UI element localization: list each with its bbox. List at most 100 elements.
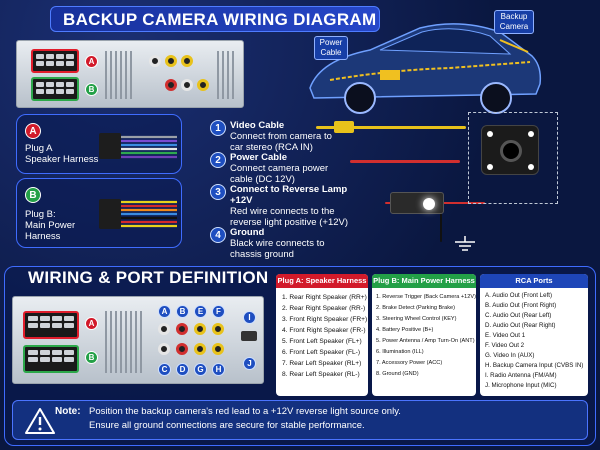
rca-label: E [194, 305, 207, 318]
rca-connector [334, 121, 354, 133]
vent-grille [217, 51, 237, 99]
list-item: 3. Front Right Speaker (FR+) [282, 316, 368, 323]
note-label: Note: [55, 406, 81, 417]
list-item: I. Radio Antenna (FM/AM) [485, 372, 557, 379]
power-callout: Power Cable [314, 36, 348, 60]
plug-b-connector [31, 77, 79, 101]
plug-a-marker: A [85, 317, 98, 330]
list-item: B. Audio Out (Front Right) [485, 302, 557, 309]
ground-icon [455, 236, 475, 251]
step-badge: 2 [210, 152, 226, 168]
rca-label: G [194, 363, 207, 376]
plug-a-connector [31, 49, 79, 73]
plug-a-title: Plug A [25, 143, 53, 154]
plug-b-list: 1. Reverse Trigger (Back Camera +12V) 2.… [372, 288, 476, 384]
list-item: 2. Rear Right Speaker (RR-) [282, 305, 366, 312]
section-title: WIRING & PORT DEFINITION [28, 268, 269, 287]
list-item: 5. Power Antenna / Amp Turn-On (ANT) [376, 338, 475, 344]
list-item: J. Microphone Input (MIC) [485, 382, 557, 389]
rca-port [176, 323, 188, 335]
step-desc: Red wire connects to the reverse light p… [230, 206, 349, 228]
step-text: Power Cable Connect camera power cable (… [230, 152, 340, 185]
antenna-label: I [243, 311, 256, 324]
rca-port [194, 343, 206, 355]
plug-b-table: Plug B: Main Power Harness 1. Reverse Tr… [372, 274, 476, 396]
step-title: Video Cable [230, 120, 285, 131]
car-image [309, 23, 542, 114]
camera-led [487, 131, 493, 137]
plug-b-subtitle: Main Power Harness [25, 220, 76, 242]
rca-label: C [158, 363, 171, 376]
rca-port [194, 323, 206, 335]
step-desc: Black wire connects to chassis ground [230, 238, 325, 260]
list-item: 1. Reverse Trigger (Back Camera +12V) [376, 294, 476, 300]
step-title: Ground [230, 227, 265, 238]
power-harness-image [99, 199, 177, 229]
list-item: A. Audio Out (Front Left) [485, 292, 553, 299]
rca-port [149, 55, 161, 67]
rca-port [197, 79, 209, 91]
list-item: 4. Front Right Speaker (FR-) [282, 327, 366, 334]
rca-port [181, 55, 193, 67]
step-desc: Connect from camera to car stereo (RCA I… [230, 131, 332, 153]
speaker-harness-image [99, 133, 177, 159]
backup-camera-callout: Backup Camera [494, 10, 534, 34]
step-badge: 3 [210, 184, 226, 200]
rca-port [158, 323, 170, 335]
plug-b-marker: B [85, 83, 98, 96]
camera-led [528, 131, 534, 137]
list-item: 4. Battery Positive (B+) [376, 327, 434, 333]
camera-lens [500, 140, 522, 162]
plug-b-panel: B Plug B: Main Power Harness [16, 178, 182, 248]
vent-grille [105, 51, 135, 99]
rca-label: B [176, 305, 189, 318]
rca-label: A [158, 305, 171, 318]
antenna-port [241, 331, 257, 341]
ground-wire [440, 212, 442, 242]
list-item: 8. Ground (GND) [376, 371, 419, 377]
plug-b-marker: B [85, 351, 98, 364]
camera-led [487, 164, 493, 170]
plug-a-list: 1. Rear Right Speaker (RR+) 2. Rear Righ… [276, 288, 368, 384]
warning-icon [25, 408, 55, 434]
list-item: D. Audio Out (Rear Right) [485, 322, 556, 329]
radio-back-unit-detail: A B A B E F C D G H I J [12, 296, 264, 384]
camera-led [528, 164, 534, 170]
plug-a-table-header: Plug A: Speaker Harness [276, 274, 368, 288]
reverse-lamp [390, 192, 444, 214]
step-text: Ground Black wire connects to chassis gr… [230, 227, 340, 260]
plug-b-table-header: Plug B: Main Power Harness [372, 274, 476, 288]
step-desc: Connect camera power cable (DC 12V) [230, 163, 329, 185]
list-item: 2. Brake Detect (Parking Brake) [376, 305, 455, 311]
lamp-light [423, 198, 435, 210]
note-bar: Note: Position the backup camera's red l… [12, 400, 588, 440]
rca-port [212, 343, 224, 355]
page-title: BACKUP CAMERA WIRING DIAGRAM [50, 6, 380, 32]
list-item: 1. Rear Right Speaker (RR+) [282, 294, 367, 301]
rca-list: A. Audio Out (Front Left) B. Audio Out (… [480, 288, 588, 394]
list-item: 6. Illumination (ILL) [376, 349, 424, 355]
plug-a-marker: A [85, 55, 98, 68]
rca-label: F [212, 305, 225, 318]
mic-label: J [243, 357, 256, 370]
rca-label: D [176, 363, 189, 376]
video-cable [316, 126, 466, 129]
step-title: Connect to Reverse Lamp +12V [230, 184, 348, 206]
step-badge: 4 [210, 227, 226, 243]
list-item: 5. Front Left Speaker (FL+) [282, 338, 362, 345]
plug-a-subtitle: Speaker Harness [25, 154, 99, 165]
list-item: 8. Rear Left Speaker (RL-) [282, 371, 360, 378]
note-line-1: Position the backup camera's red lead to… [89, 406, 401, 417]
rca-port [165, 79, 177, 91]
plug-b-connector [23, 345, 79, 373]
list-item: 7. Rear Left Speaker (RL+) [282, 360, 362, 367]
vent-grille [105, 311, 145, 373]
rca-port [176, 343, 188, 355]
plug-b-badge: B [25, 187, 41, 203]
rca-table-header: RCA Ports [480, 274, 588, 288]
rca-table: RCA Ports A. Audio Out (Front Left) B. A… [480, 274, 588, 396]
note-line-2: Ensure all ground connections are secure… [89, 420, 365, 431]
plug-a-badge: A [25, 123, 41, 139]
camera-image-frame [468, 112, 558, 204]
step-text: Connect to Reverse Lamp +12V Red wire co… [230, 184, 350, 228]
